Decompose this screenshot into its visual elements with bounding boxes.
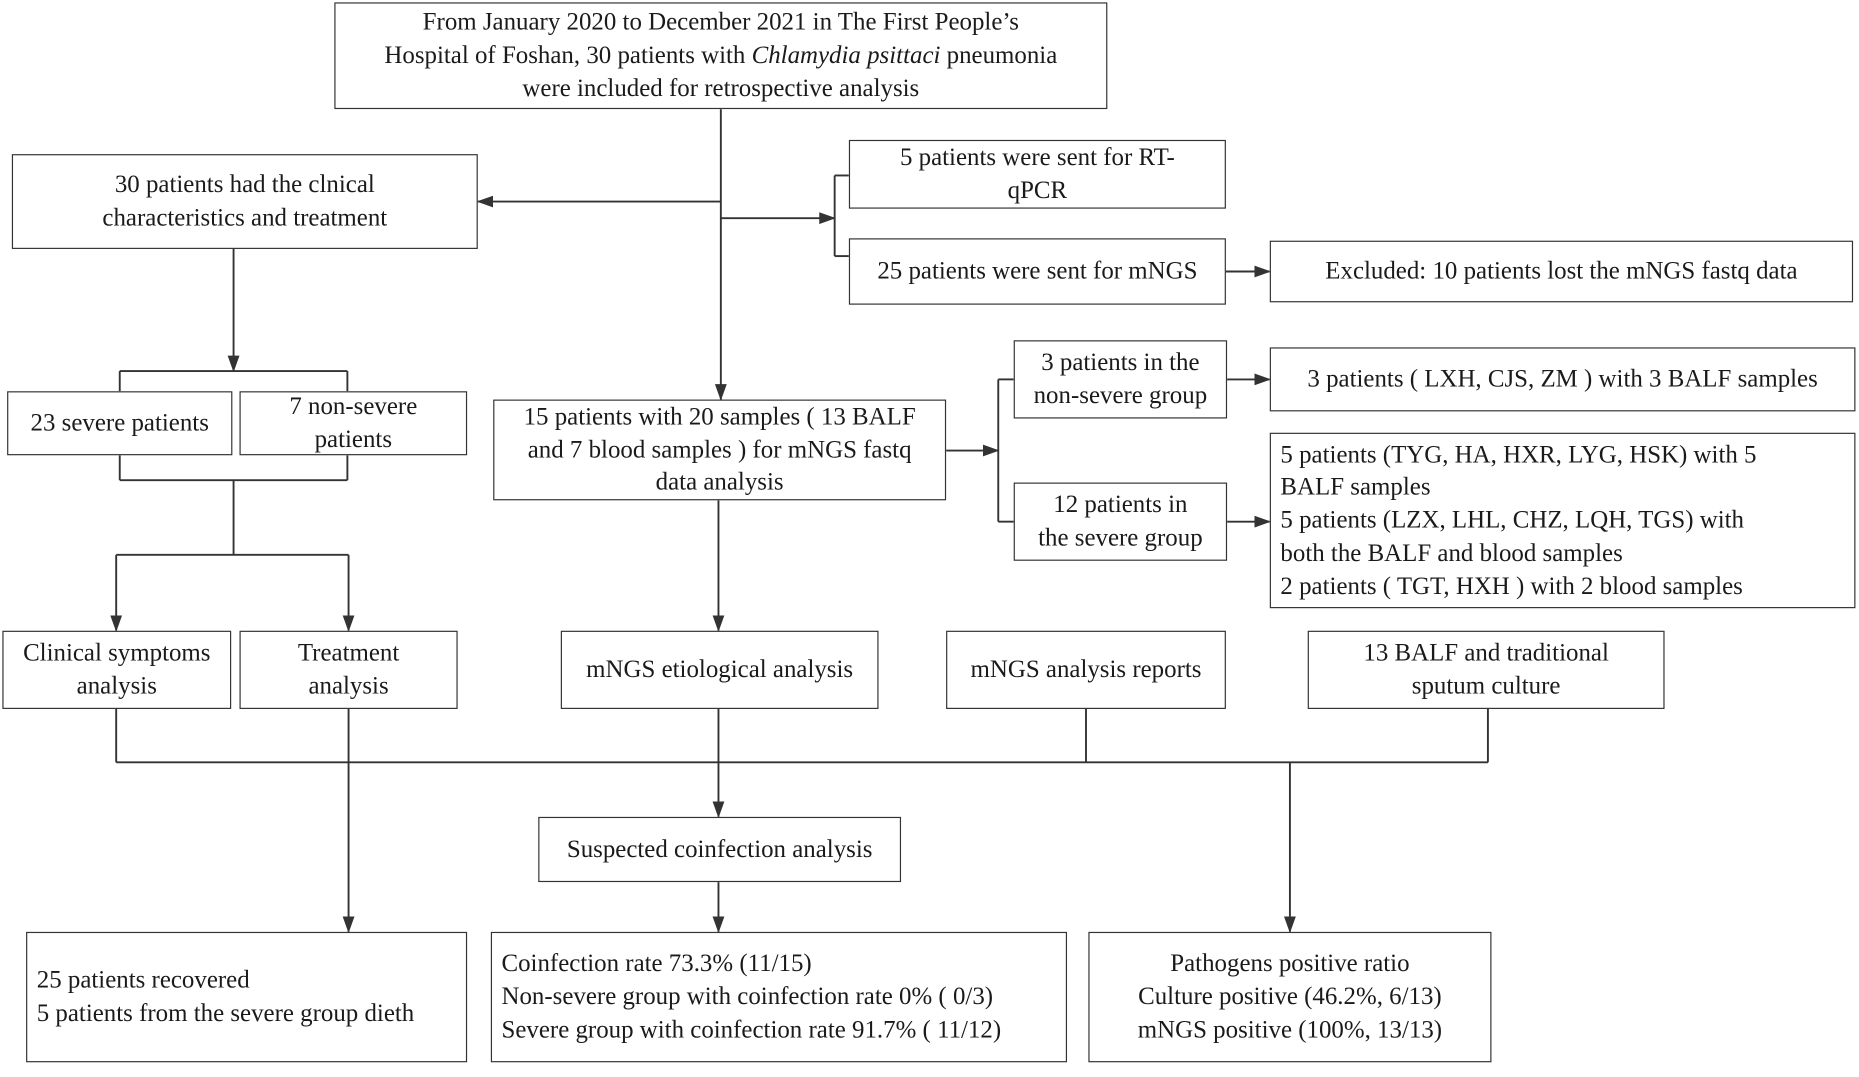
nonsevere-box: 7 non-severe patients	[239, 391, 468, 456]
symptoms-box: Clinical symptoms analysis	[2, 630, 232, 709]
treatment-box: Treatment analysis	[239, 630, 458, 709]
rates-box: Coinfection rate 73.3% (11/15) Non-sever…	[490, 931, 1068, 1063]
excluded-box: Excluded: 10 patients lost the mNGS fast…	[1269, 240, 1854, 303]
inclusion-line-3: were included for retrospective analysis	[522, 73, 920, 102]
mngs-sent-box: 25 patients were sent for mNGS	[848, 238, 1226, 305]
reports-box: mNGS analysis reports	[946, 630, 1226, 709]
inclusion-box: From January 2020 to December 2021 in Th…	[334, 2, 1108, 110]
inclusion-line-2: Hospital of Foshan, 30 patients with Chl…	[384, 40, 1058, 69]
coinfection-box: Suspected coinfection analysis	[538, 816, 902, 883]
clinical-box: 30 patients had the clnical characterist…	[11, 154, 478, 249]
nonsevere-detail-box: 3 patients ( LXH, CJS, ZM ) with 3 BALF …	[1269, 347, 1856, 412]
nonsevere-group-box: 3 patients in the non-severe group	[1013, 340, 1228, 419]
severe-detail-box: 5 patients (TYG, HA, HXR, LYG, HSK) with…	[1269, 432, 1856, 609]
positive-box: Pathogens positive ratio Culture positiv…	[1088, 931, 1492, 1063]
severe-box: 23 severe patients	[7, 391, 233, 456]
inclusion-line-1: From January 2020 to December 2021 in Th…	[422, 7, 1019, 37]
culture-box: 13 BALF and traditional sputum culture	[1307, 630, 1665, 709]
rtqpcr-box: 5 patients were sent for RT- qPCR	[848, 139, 1226, 209]
etiology-box: mNGS etiological analysis	[560, 630, 879, 709]
severe-group-box: 12 patients in the severe group	[1013, 482, 1228, 561]
samples-box: 15 patients with 20 samples ( 13 BALF an…	[493, 399, 947, 501]
outcome-box: 25 patients recovered 5 patients from th…	[26, 931, 468, 1063]
species-name: Chlamydia psittaci	[751, 40, 941, 69]
